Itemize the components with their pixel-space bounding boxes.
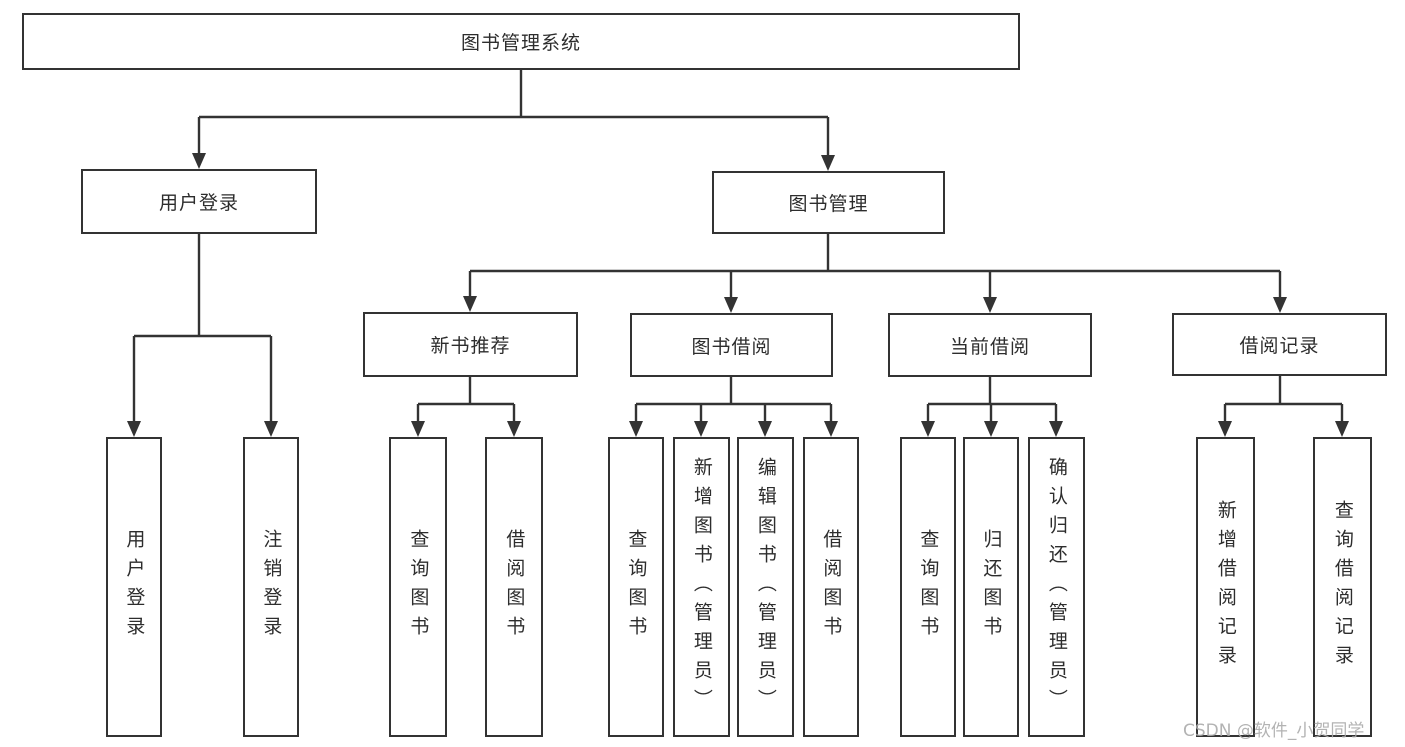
node-label: 查询借阅记录: [1331, 500, 1354, 674]
node-label: 借阅记录: [1239, 335, 1320, 357]
node-label: 图书借阅: [691, 335, 772, 358]
arrowhead: [463, 296, 477, 312]
node-label: 借阅图书: [503, 529, 526, 645]
leaf-user-login: 用户登录: [106, 437, 162, 737]
node-label: 查询图书: [917, 529, 940, 645]
arrowhead: [1335, 421, 1349, 437]
arrowhead: [127, 421, 141, 437]
node-label: 新增图书（管理员）: [690, 456, 713, 718]
node-new-book-recommend: 新书推荐: [363, 312, 578, 377]
leaf-borrow-books-recommend: 借阅图书: [485, 437, 543, 737]
connector-book-borrow-to-leaves: [634, 377, 833, 425]
node-label: 查询图书: [625, 529, 648, 645]
arrowhead: [694, 421, 708, 437]
leaf-add-borrow-record: 新增借阅记录: [1196, 437, 1255, 737]
watermark-text: CSDN @软件_小贺同学: [1183, 721, 1365, 741]
node-root-library-system: 图书管理系统: [22, 13, 1020, 70]
arrowhead: [821, 155, 835, 171]
node-label: 图书管理: [788, 193, 869, 215]
node-label: 新书推荐: [430, 335, 511, 357]
leaf-add-book-admin: 新增图书（管理员）: [673, 437, 730, 737]
connector-new-book-to-leaves: [416, 377, 516, 425]
arrowhead: [1049, 421, 1063, 437]
arrowhead: [192, 153, 206, 169]
connector-user-login-to-leaves: [132, 233, 273, 425]
arrowheads: [127, 153, 1349, 437]
connector-root-to-level2: [197, 69, 830, 159]
arrowhead: [984, 421, 998, 437]
leaf-borrow-books: 借阅图书: [803, 437, 859, 737]
node-user-login: 用户登录: [81, 169, 317, 234]
node-label: 确认归还（管理员）: [1045, 456, 1068, 718]
leaf-query-books-borrow: 查询图书: [608, 437, 664, 737]
node-label: 新增借阅记录: [1214, 500, 1237, 674]
connector-book-management-to-level3: [468, 233, 1282, 301]
leaf-query-books-current: 查询图书: [900, 437, 956, 737]
arrowhead: [264, 421, 278, 437]
connector-current-borrow-to-leaves: [926, 377, 1058, 425]
node-label: 归还图书: [980, 529, 1003, 645]
node-label: 编辑图书（管理员）: [754, 456, 777, 718]
node-book-management: 图书管理: [712, 171, 945, 234]
arrowhead: [1273, 297, 1287, 313]
arrowhead: [758, 421, 772, 437]
node-book-borrow: 图书借阅: [630, 313, 833, 377]
arrowhead: [724, 297, 738, 313]
arrowhead: [824, 421, 838, 437]
node-current-borrow: 当前借阅: [888, 313, 1092, 377]
node-label: 查询图书: [407, 529, 430, 645]
arrowhead: [1218, 421, 1232, 437]
arrowhead: [921, 421, 935, 437]
arrowhead: [629, 421, 643, 437]
leaf-return-book: 归还图书: [963, 437, 1019, 737]
arrowhead: [983, 297, 997, 313]
node-borrow-records: 借阅记录: [1172, 313, 1387, 376]
node-label: 用户登录: [158, 192, 239, 214]
leaf-confirm-return-admin: 确认归还（管理员）: [1028, 437, 1085, 737]
node-label: 当前借阅: [949, 335, 1030, 358]
node-label: 借阅图书: [820, 529, 843, 645]
leaf-query-books-recommend: 查询图书: [389, 437, 447, 737]
arrowhead: [507, 421, 521, 437]
leaf-logout: 注销登录: [243, 437, 299, 737]
node-label: 注销登录: [260, 529, 283, 645]
connector-borrow-records-to-leaves: [1223, 376, 1344, 425]
leaf-edit-book-admin: 编辑图书（管理员）: [737, 437, 794, 737]
arrowhead: [411, 421, 425, 437]
leaf-query-borrow-record: 查询借阅记录: [1313, 437, 1372, 737]
node-label: 图书管理系统: [460, 32, 581, 54]
node-label: 用户登录: [123, 529, 146, 645]
